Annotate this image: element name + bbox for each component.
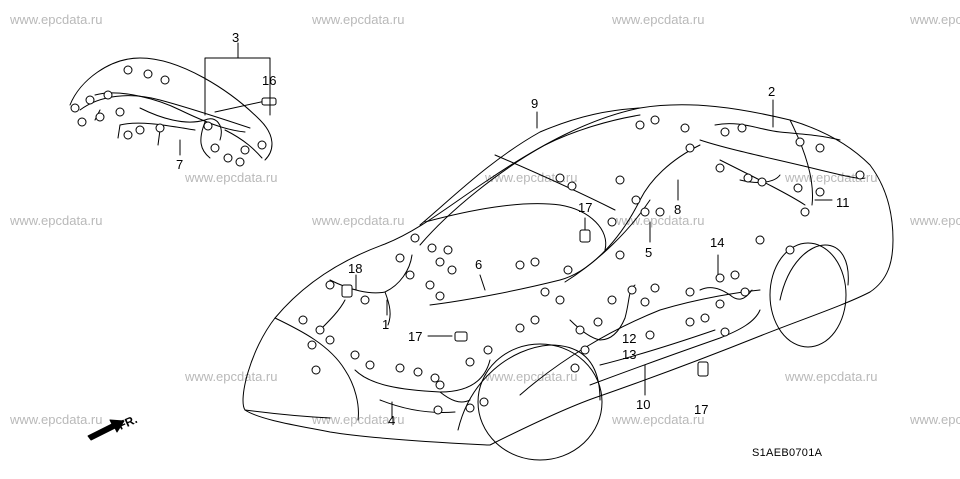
- callout-17: 17: [578, 200, 593, 215]
- harness-clips: [341, 229, 709, 377]
- watermark-text: www.epcdata.ru: [910, 412, 960, 427]
- callout-1: 1: [382, 317, 390, 332]
- watermark-text: www.epcdata.ru: [10, 412, 103, 427]
- callout-3: 3: [232, 30, 240, 45]
- callout-6: 6: [475, 257, 483, 272]
- callout-7: 7: [176, 157, 184, 172]
- watermark-text: www.epcdata.ru: [785, 369, 878, 384]
- watermark-text: www.epcdata.ru: [910, 213, 960, 228]
- callout-17: 17: [408, 329, 423, 344]
- callout-4: 4: [388, 413, 396, 428]
- callout-14: 14: [710, 235, 725, 250]
- watermark-text: www.epcdata.ru: [910, 12, 960, 27]
- watermark-text: www.epcdata.ru: [485, 369, 578, 384]
- callout-18: 18: [348, 261, 363, 276]
- watermark-text: www.epcdata.ru: [185, 170, 278, 185]
- watermark-text: www.epcdata.ru: [612, 213, 705, 228]
- watermark-text: www.epcdata.ru: [312, 213, 405, 228]
- watermark-text: www.epcdata.ru: [312, 12, 405, 27]
- watermark-text: www.epcdata.ru: [612, 12, 705, 27]
- watermark-text: www.epcdata.ru: [10, 12, 103, 27]
- callout-2: 2: [768, 84, 776, 99]
- harness-connectors: [70, 65, 865, 415]
- watermark-text: www.epcdata.ru: [185, 369, 278, 384]
- watermark-text: www.epcdata.ru: [612, 412, 705, 427]
- watermark-text: www.epcdata.ru: [10, 213, 103, 228]
- callout-17: 17: [694, 402, 709, 417]
- callout-10: 10: [636, 397, 651, 412]
- callout-5: 5: [645, 245, 653, 260]
- callout-8: 8: [674, 202, 682, 217]
- instrument-panel-harness-detail: [69, 57, 277, 161]
- callout-16: 16: [262, 73, 277, 88]
- harness-routes: [179, 42, 866, 419]
- diagram-code: S1AEB0701A: [752, 447, 823, 459]
- car-body-outline: [242, 104, 894, 461]
- callout-12: 12: [622, 331, 637, 346]
- callout-11: 11: [836, 195, 850, 210]
- callout-13: 13: [622, 347, 637, 362]
- callout-9: 9: [531, 96, 539, 111]
- watermark-text: www.epcdata.ru: [785, 170, 878, 185]
- front-direction-arrow-icon: [87, 419, 125, 441]
